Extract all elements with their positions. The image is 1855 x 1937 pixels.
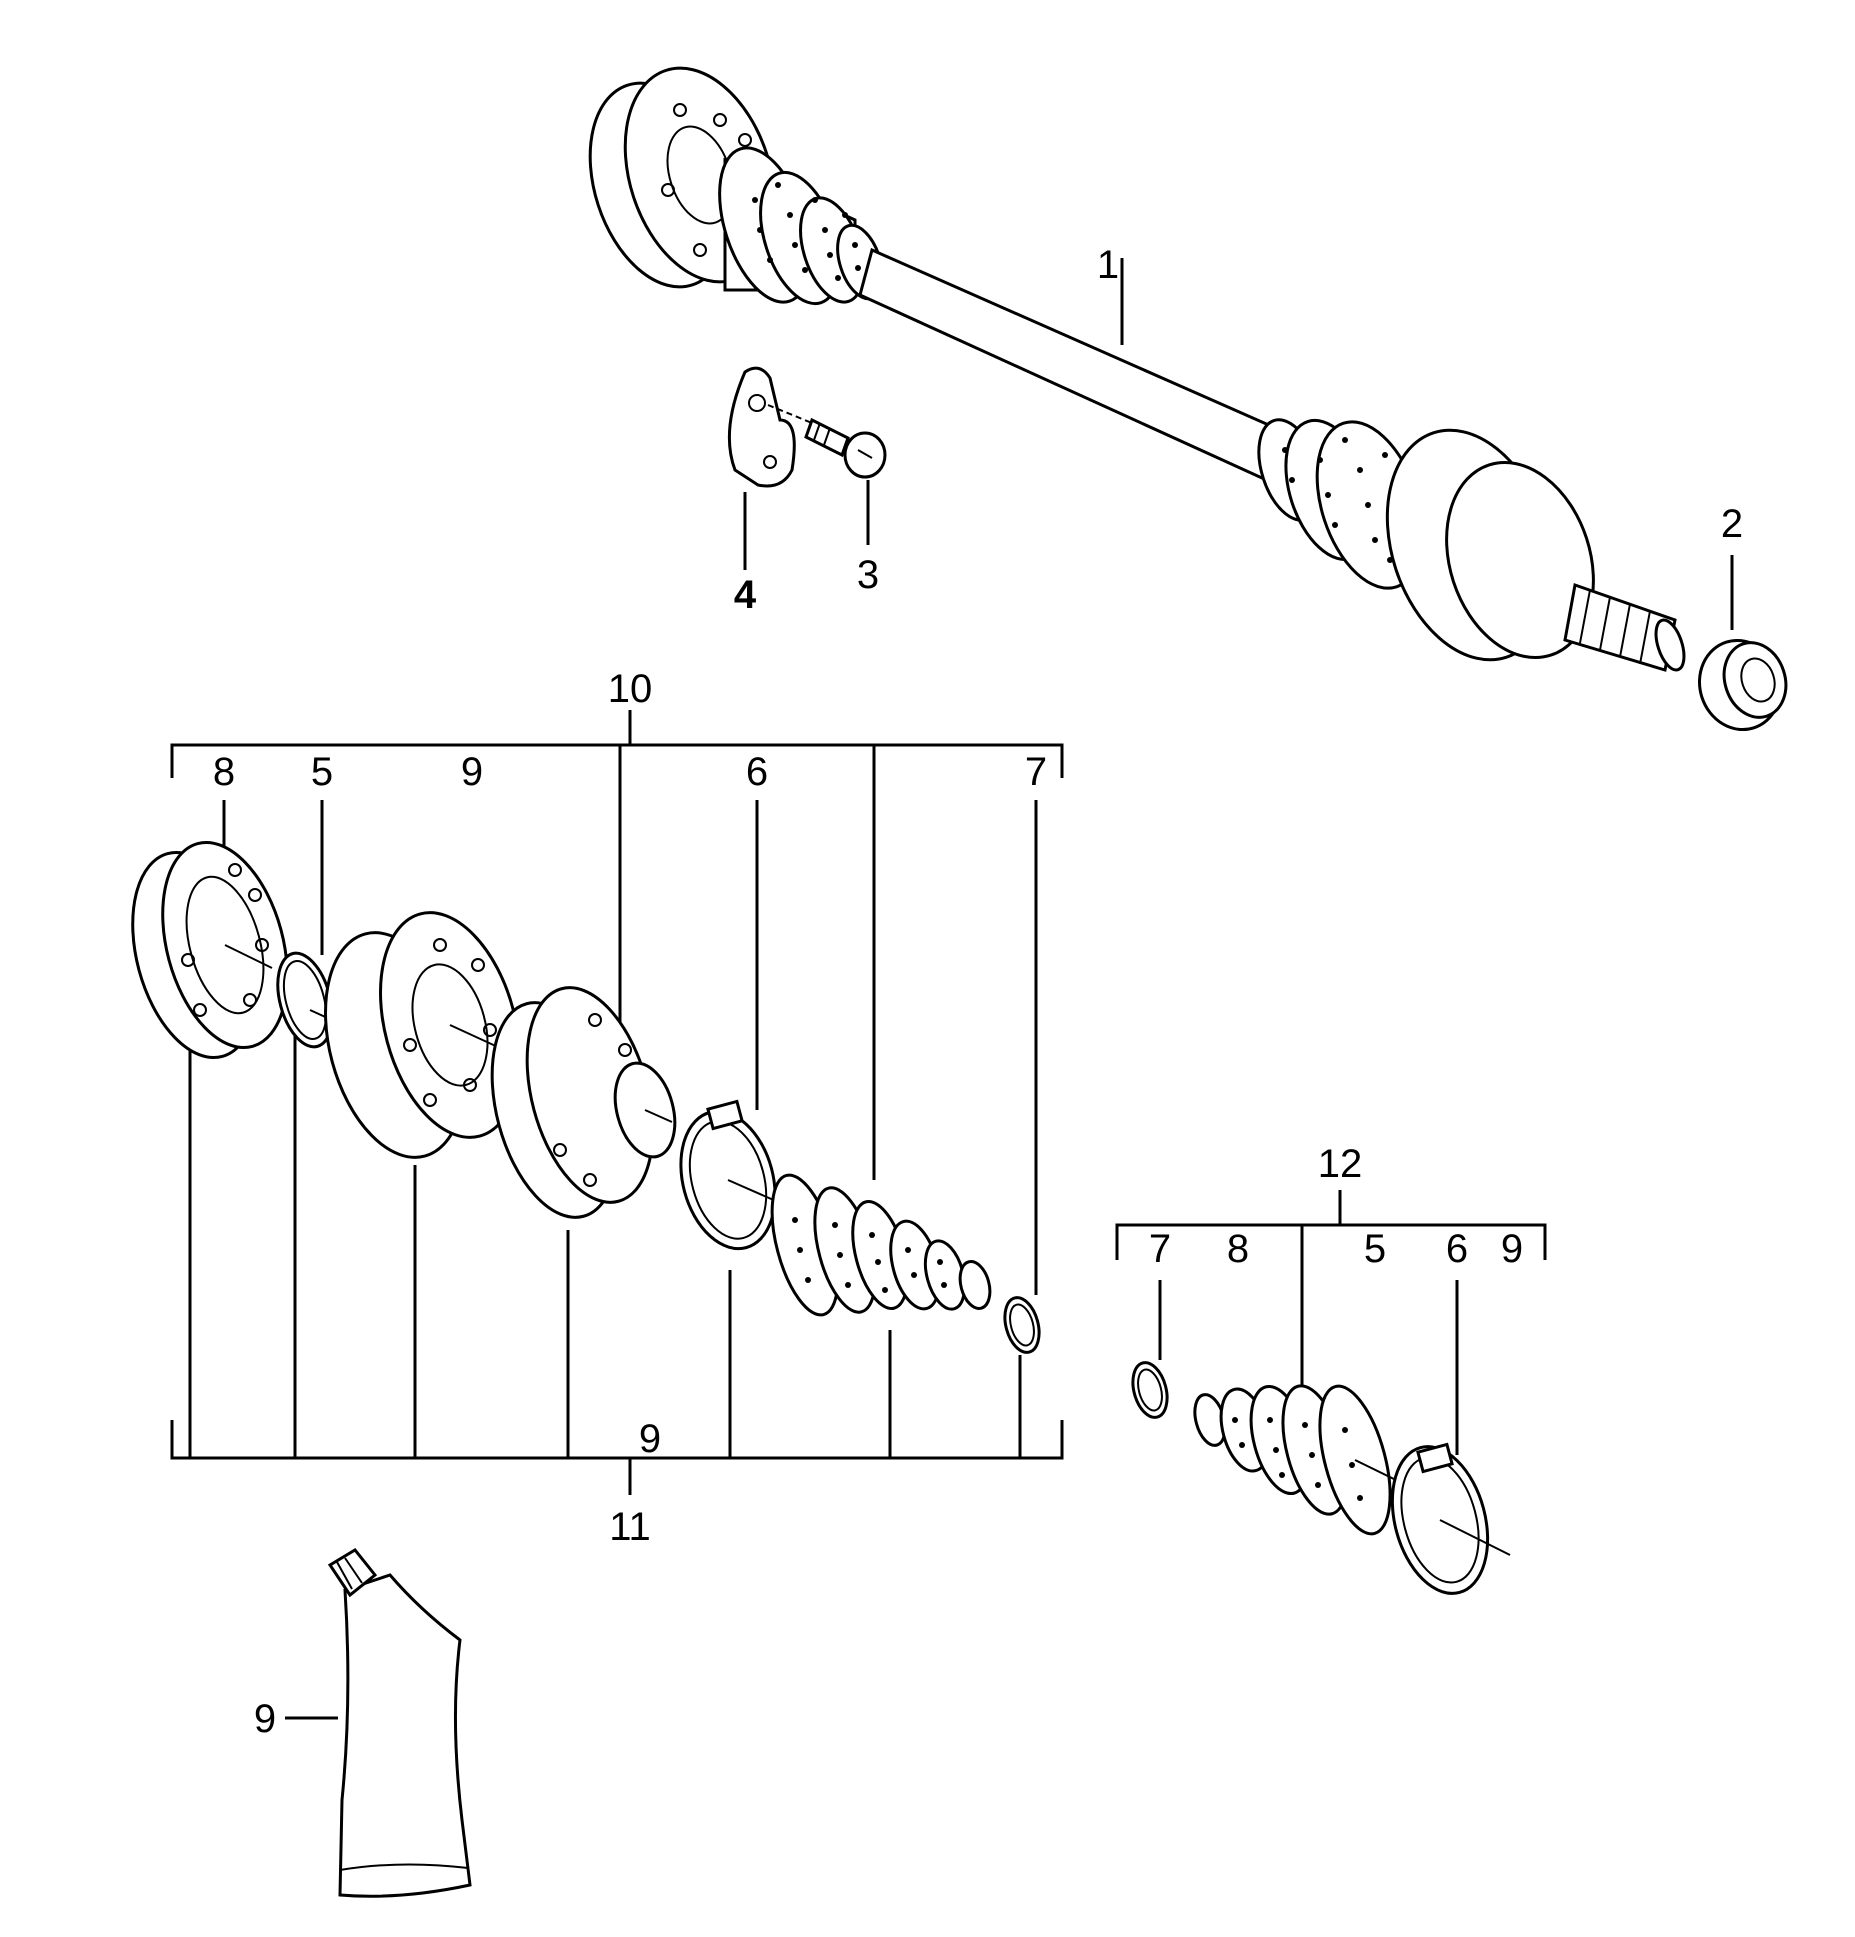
- hose-clamp-kit12: [1390, 1442, 1511, 1595]
- callout-9: 9: [461, 750, 483, 794]
- grease-tube: [327, 1548, 472, 1898]
- kit-10-bracket: [170, 710, 1064, 1180]
- callout-10: 10: [608, 667, 653, 711]
- ball-hub: [324, 911, 521, 1159]
- callout-1: 1: [1097, 243, 1119, 287]
- small-clamp: [1003, 1296, 1041, 1354]
- callout-7: 7: [1149, 1227, 1171, 1271]
- kit-11-bracket: [170, 1030, 1064, 1495]
- screw: [767, 404, 887, 479]
- axle-boot-kit12: [1193, 1384, 1401, 1536]
- callout-12: 12: [1318, 1142, 1363, 1186]
- callout-2: 2: [1721, 502, 1743, 546]
- callout-3: 3: [857, 553, 879, 597]
- callout-9: 9: [254, 1697, 276, 1741]
- small-clamp-kit12: [1131, 1361, 1169, 1419]
- callout-6: 6: [746, 750, 768, 794]
- callout-9: 9: [1501, 1227, 1523, 1271]
- callout-11: 11: [609, 1505, 651, 1549]
- hose-clamp: [679, 1099, 786, 1251]
- lock-plate: [727, 366, 796, 488]
- joint-housing: [131, 840, 289, 1060]
- callout-8: 8: [1227, 1227, 1249, 1271]
- callout-9: 9: [639, 1417, 661, 1461]
- axle-boot: [770, 1173, 992, 1317]
- callout-6: 6: [1446, 1227, 1468, 1271]
- drive-shaft: [588, 66, 1686, 672]
- collar-nut: [1697, 638, 1788, 732]
- callout-5: 5: [311, 750, 333, 794]
- callout-8: 8: [213, 750, 235, 794]
- callout-5: 5: [1364, 1227, 1386, 1271]
- callout-4: 4: [734, 573, 757, 617]
- kit-12-bracket: [1115, 1190, 1547, 1390]
- joint-cover: [490, 986, 677, 1219]
- callout-7: 7: [1025, 750, 1047, 794]
